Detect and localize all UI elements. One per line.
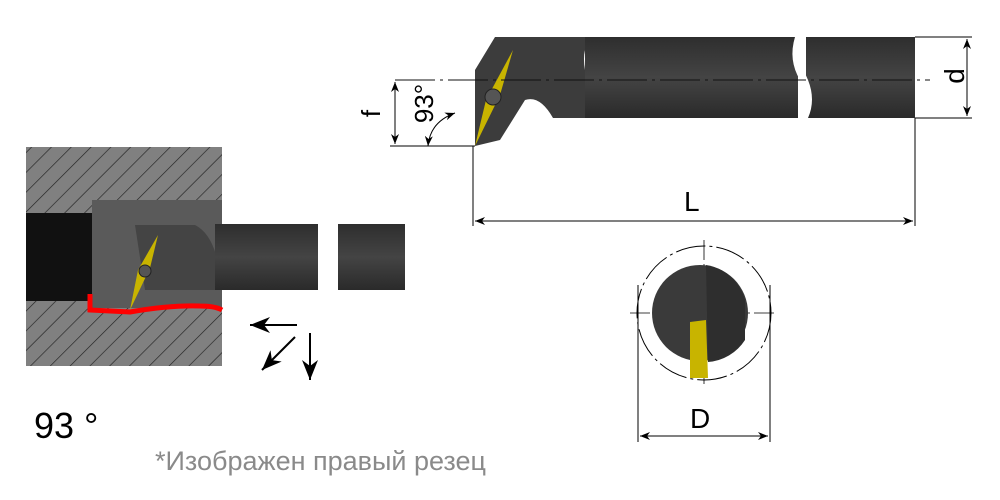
D-label: D [690,403,711,434]
arrow-diagonal-icon [261,336,296,371]
bar-rear [338,224,405,290]
d-label: d [938,68,970,84]
break-line [792,37,812,118]
approach-angle-label: 93 ° [34,405,99,446]
L-label: L [684,186,700,217]
angle-arc [424,112,456,147]
caption: *Изображен правый резец [155,446,486,476]
insert-screw-icon [484,88,502,106]
f-label: f [356,109,387,118]
insert-screw-icon [138,264,152,278]
feed-direction-arrows [250,317,318,380]
bar-front [215,224,318,290]
end-view [630,240,778,442]
workpiece-section [26,147,405,366]
angle-label: 93° [409,83,440,124]
bore [26,213,96,301]
tool-shank-rear [806,37,915,118]
tool-shank-front [585,37,798,118]
side-view-tool [390,36,972,226]
machined-edge [87,294,224,315]
